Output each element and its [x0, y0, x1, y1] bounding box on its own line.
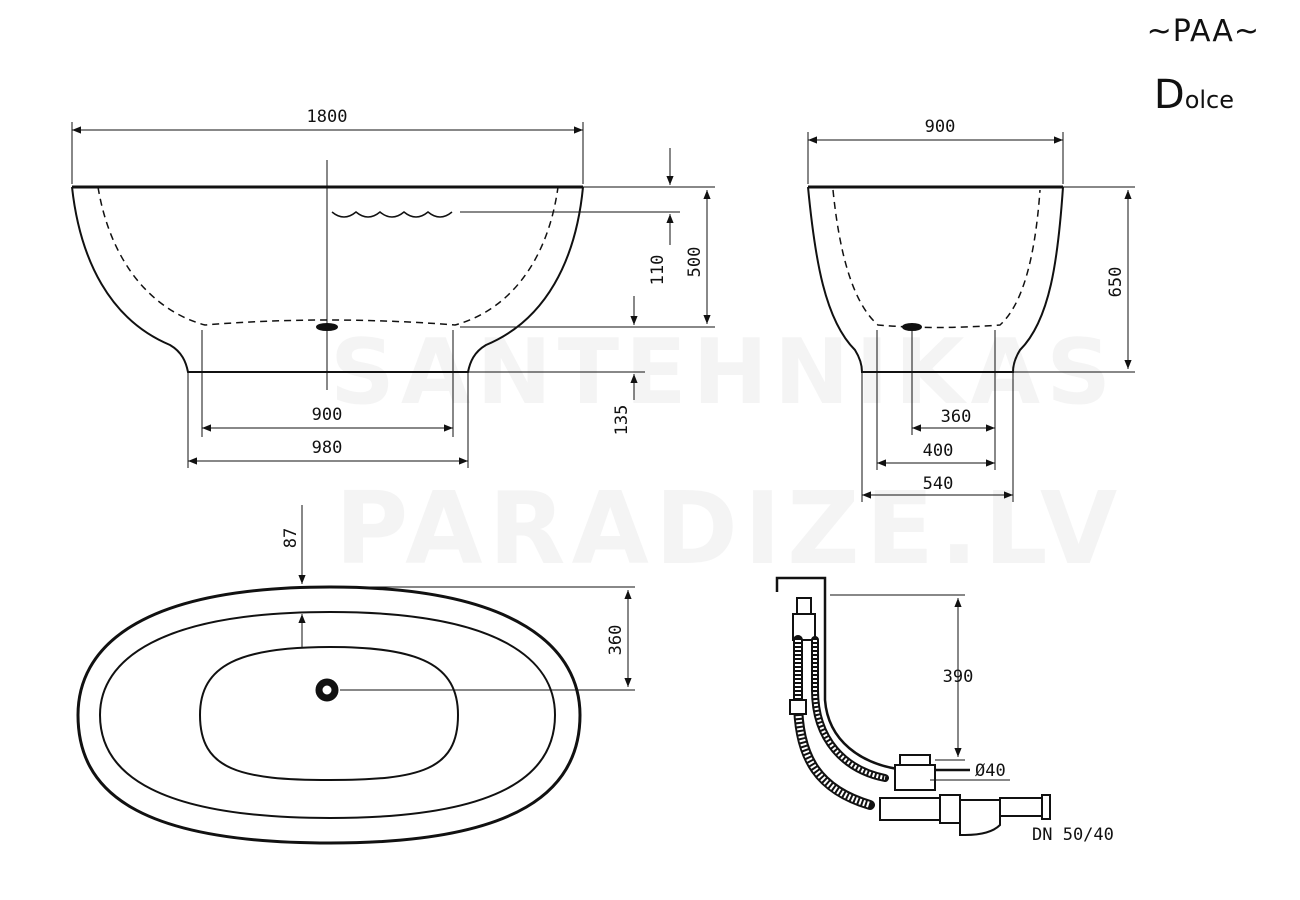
- brand-logo: ~PAA~: [1146, 14, 1260, 49]
- overflow-hose-inner: [795, 640, 871, 808]
- overflow-body: [792, 613, 816, 641]
- top-view: [76, 585, 582, 845]
- trap-bowl: [959, 799, 1001, 836]
- end-dimensions: [807, 132, 1135, 502]
- top-drain-inner: [321, 684, 333, 696]
- dim-drain-height: 390: [943, 667, 974, 687]
- trap-outlet-end: [1041, 794, 1051, 820]
- dim-length: 1800: [307, 107, 348, 127]
- side-view: [71, 160, 584, 390]
- drain-hose-inner: [813, 640, 886, 780]
- watermark-line2: PARADIZE.LV: [335, 470, 1123, 587]
- drain-dimensions: [830, 594, 1010, 781]
- top-dimensions: [298, 505, 635, 691]
- end-inner-dashed: [832, 189, 1041, 329]
- dim-drain-position: 360: [606, 625, 626, 656]
- top-inner-rim: [98, 610, 557, 820]
- dim-width: 900: [925, 117, 956, 137]
- trap-outlet: [999, 797, 1043, 817]
- end-drain: [902, 323, 922, 331]
- dim-foot-height: 135: [612, 405, 632, 436]
- side-inner-dashed: [97, 186, 559, 326]
- drain-assembly: [775, 576, 1051, 836]
- top-bottom-outline: [198, 645, 460, 782]
- dim-height: 650: [1106, 267, 1126, 298]
- side-outer-shell: [71, 186, 584, 373]
- overflow-cap: [796, 597, 812, 615]
- model-name: Dolce: [1153, 72, 1234, 118]
- dim-foot-length: 980: [312, 438, 343, 458]
- dim-connection: DN 50/40: [1032, 825, 1114, 845]
- dim-inner-bottom: 900: [312, 405, 343, 425]
- top-outer-rim: [76, 585, 582, 845]
- hose-coupling: [789, 699, 807, 715]
- dim-depth: 500: [685, 247, 705, 278]
- side-drain: [316, 323, 338, 331]
- drain-valve-body: [894, 764, 936, 791]
- overflow-hose-outer: [793, 635, 875, 810]
- dim-rim-offset: 87: [281, 528, 301, 548]
- side-dimensions: [71, 122, 715, 468]
- trap-inlet: [879, 797, 941, 821]
- dim-drain-diameter: Ø40: [975, 761, 1006, 781]
- end-outer-shell: [807, 186, 1064, 373]
- end-view: [807, 185, 1064, 373]
- dim-inner-foot: 400: [923, 441, 954, 461]
- water-wave: [331, 211, 453, 218]
- trap-connector: [939, 794, 961, 824]
- drain-top-plate: [899, 754, 931, 766]
- dim-drain-offset: 360: [941, 407, 972, 427]
- dim-water-level: 110: [648, 255, 668, 286]
- dim-foot-width: 540: [923, 474, 954, 494]
